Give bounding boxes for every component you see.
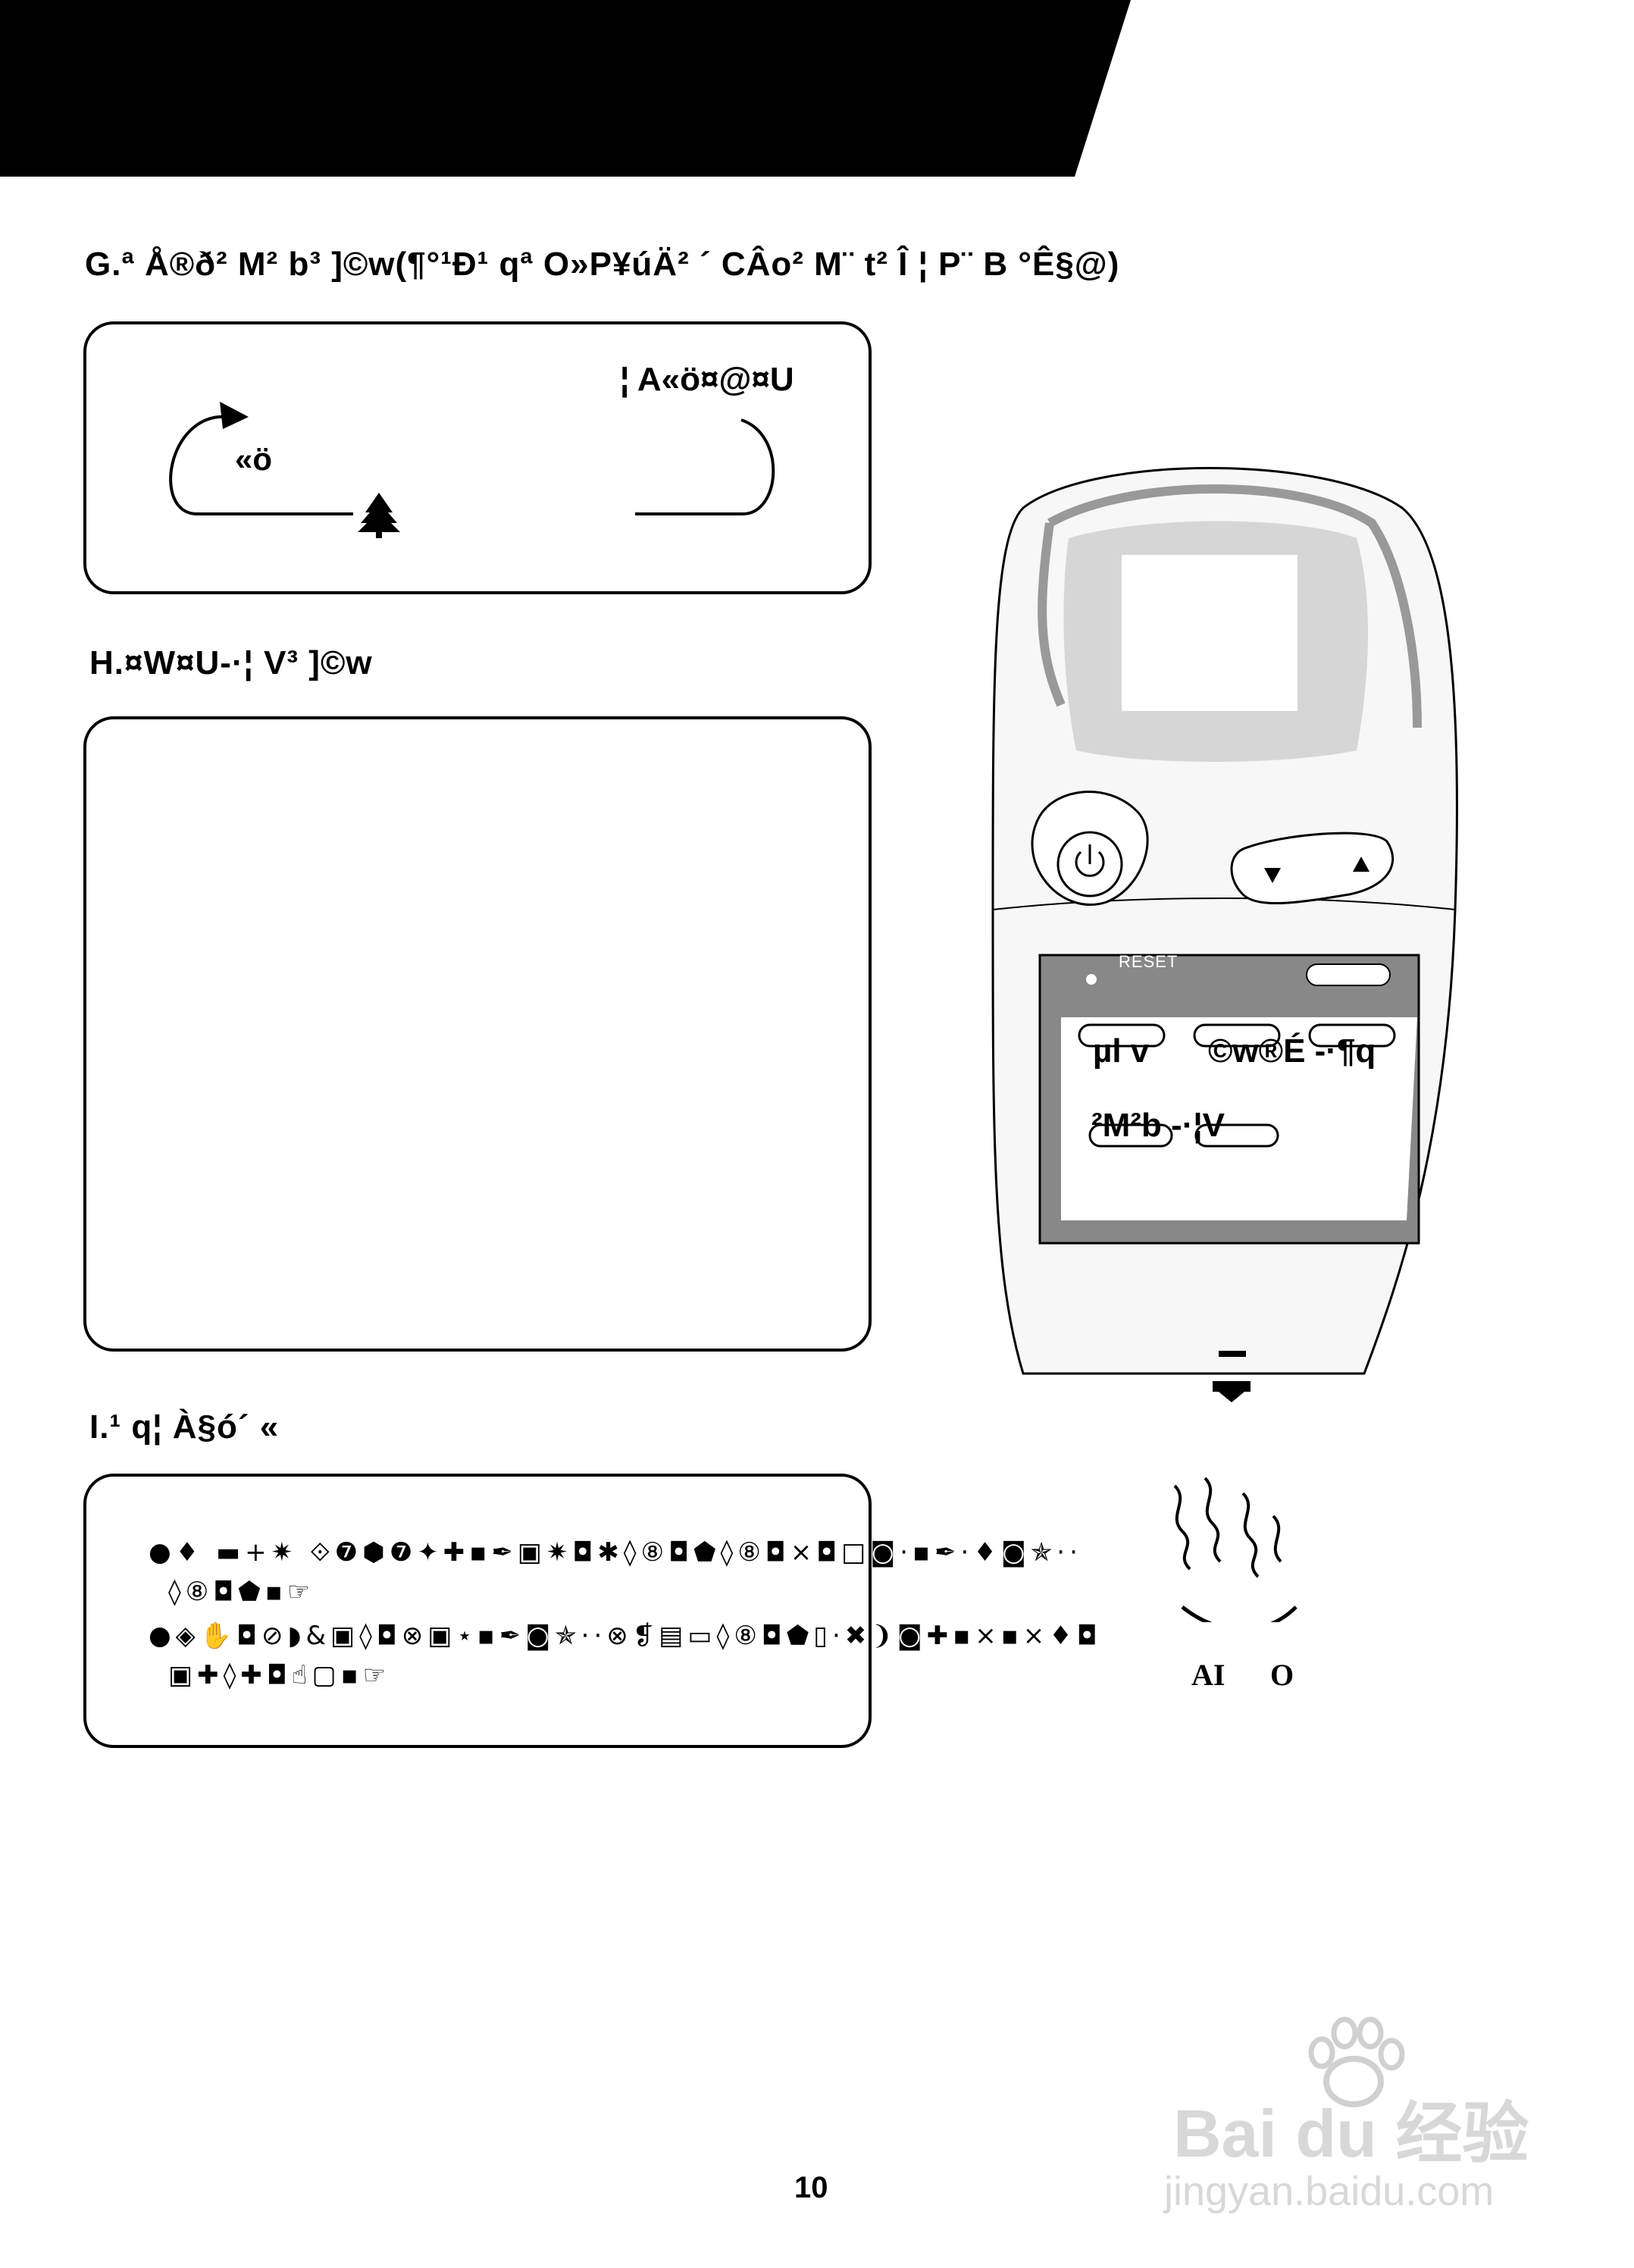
tree-icon <box>358 493 400 538</box>
heat-waves-icon <box>1173 1477 1297 1622</box>
remote-button-3-label[interactable]: ²M²b -·¦V <box>1091 1107 1226 1144</box>
section-i-box <box>83 1474 872 1748</box>
section-i-line-3: ●◈✋◘⊘◗&▣◊◘⊗▣⋆▪✒◙✯··⊗❡▤▭◊⑧◘⬟▯·✖❩◙✚▪×▪×♦◘ <box>149 1621 1102 1651</box>
header-banner <box>0 0 1131 177</box>
section-i-line-1: ●♦ ▬+✷ ⟐❼⬢❼✦✚▪✒▣✷◘✱◊⑧◘⬟◊⑧◘×◘□◙·▪✒·♦◙✯·· <box>149 1537 1082 1568</box>
down-arrow-icon <box>1264 868 1281 883</box>
section-i-line-2: ◊⑧◘⬟▪☞ <box>168 1577 315 1607</box>
remote-control <box>991 467 1458 1402</box>
section-g-right-label: ¦ A«ö¤@¤U <box>620 361 794 398</box>
section-h-heading: H.¤W¤U-·¦ V³ ]©w <box>89 644 373 681</box>
section-g-left-label: «ö <box>235 441 273 477</box>
battery-label-left: AI <box>1191 1658 1226 1692</box>
lcd-screen <box>1122 555 1297 711</box>
section-g-box <box>83 321 872 594</box>
section-g-heading: G.ª Å®ð² M² b³ ]©w(¶°¹Ð¹ qª O»P¥úÄ² ´ CÂ… <box>85 246 1120 283</box>
arrow-head-icon <box>220 402 249 429</box>
power-icon <box>1075 844 1105 877</box>
remote-button-1-label[interactable]: µl v <box>1093 1032 1150 1070</box>
up-arrow-icon <box>1353 857 1369 872</box>
watermark-url: jingyan.baidu.com <box>1164 2169 1495 2214</box>
section-i-heading: I.¹ q¦ À§ó´ « <box>89 1408 280 1446</box>
section-g-cycle-diagram <box>169 402 775 538</box>
page-number: 10 <box>794 2171 828 2204</box>
battery-label-right: O <box>1270 1658 1294 1692</box>
section-h-box <box>83 716 872 1352</box>
reset-label: RESET <box>1119 952 1179 971</box>
watermark-brand: Bai du 经验 <box>1173 2096 1529 2171</box>
section-i-line-4: ▣✚◊✚◘☝▢▪☞ <box>168 1660 391 1690</box>
remote-button-2-label[interactable]: ©w®É -·¶q <box>1208 1032 1376 1070</box>
paw-logo-icon <box>1308 2016 1405 2107</box>
